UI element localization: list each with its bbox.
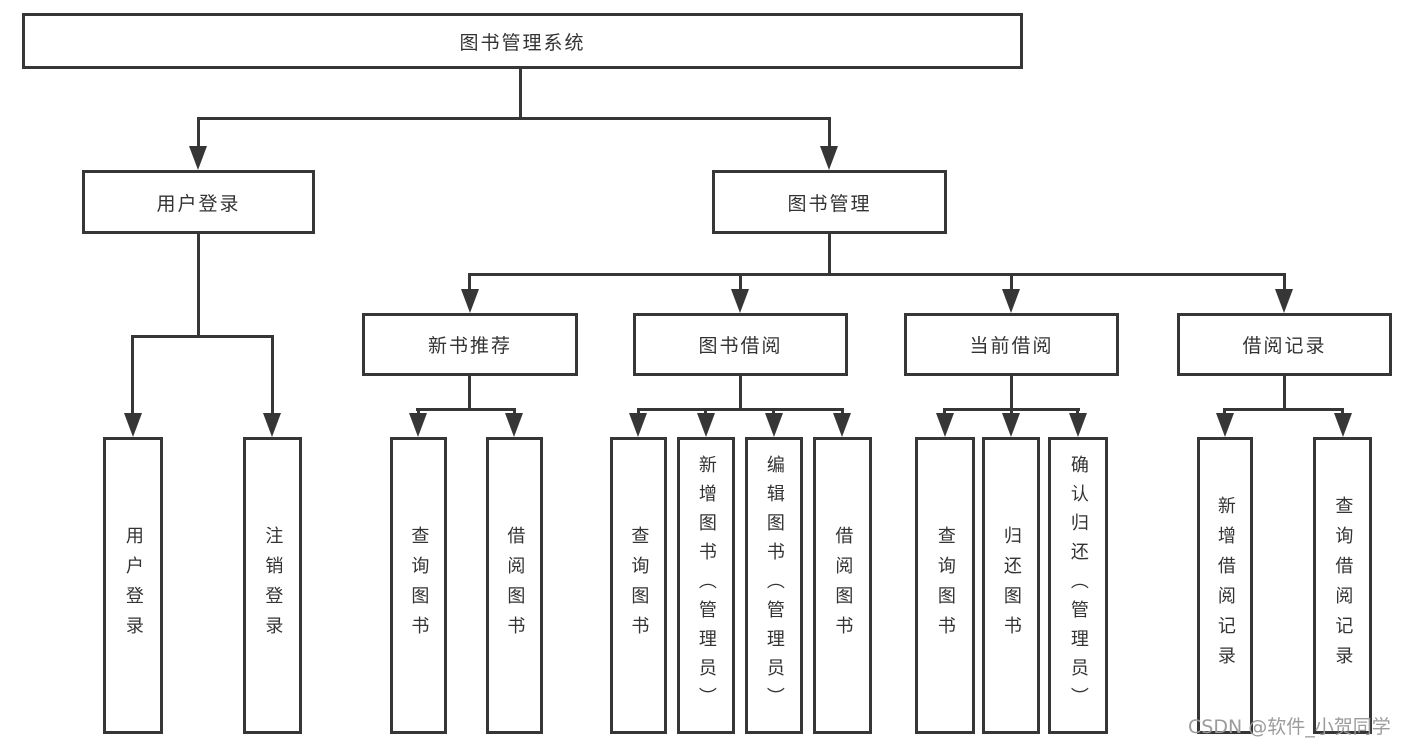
connector-line bbox=[468, 275, 471, 291]
leaf-edit-books-admin-label: 编辑图书（管理员） bbox=[763, 455, 785, 716]
connector-line bbox=[468, 375, 471, 410]
node-root-label: 图书管理系统 bbox=[459, 31, 586, 54]
leaf-borrow-books: 借阅图书 bbox=[813, 437, 872, 734]
connector-line bbox=[197, 117, 831, 120]
leaf-query-books-borrow: 查询图书 bbox=[610, 437, 667, 734]
node-book-management: 图书管理 bbox=[712, 170, 947, 234]
connector-line bbox=[739, 275, 742, 291]
connector-line bbox=[1223, 408, 1344, 411]
connector-line bbox=[271, 337, 274, 413]
leaf-borrow-books-recommend-label: 借阅图书 bbox=[504, 525, 526, 646]
arrow-down-icon bbox=[1216, 413, 1234, 437]
connector-line bbox=[468, 273, 1286, 276]
arrow-down-icon bbox=[124, 413, 142, 437]
connector-line bbox=[637, 408, 844, 411]
node-user-login: 用户登录 bbox=[82, 170, 315, 234]
leaf-add-books-admin-label: 新增图书（管理员） bbox=[695, 455, 717, 716]
arrow-down-icon bbox=[1275, 289, 1293, 313]
arrow-down-icon bbox=[263, 413, 281, 437]
arrow-down-icon bbox=[833, 413, 851, 437]
node-borrow-records: 借阅记录 bbox=[1177, 313, 1392, 376]
connector-line bbox=[828, 119, 831, 149]
leaf-user-login: 用户登录 bbox=[103, 437, 163, 734]
connector-line bbox=[1010, 375, 1013, 410]
connector-line bbox=[1283, 375, 1286, 410]
node-new-book-recommend: 新书推荐 bbox=[362, 313, 578, 376]
connector-line bbox=[943, 408, 1080, 411]
leaf-add-books-admin: 新增图书（管理员） bbox=[677, 437, 735, 734]
arrow-down-icon bbox=[820, 146, 838, 170]
connector-line bbox=[739, 375, 742, 410]
arrow-down-icon bbox=[629, 413, 647, 437]
node-root-system: 图书管理系统 bbox=[22, 13, 1023, 69]
arrow-down-icon bbox=[697, 413, 715, 437]
arrow-down-icon bbox=[461, 289, 479, 313]
leaf-return-books-label: 归还图书 bbox=[1000, 525, 1022, 646]
leaf-query-books-current-label: 查询图书 bbox=[934, 525, 956, 646]
csdn-watermark: CSDN @软件_小贺同学 bbox=[1188, 716, 1391, 738]
connector-line bbox=[519, 68, 522, 120]
leaf-logout-label: 注销登录 bbox=[262, 525, 284, 646]
connector-line bbox=[131, 337, 134, 413]
connector-line bbox=[416, 408, 516, 411]
connector-line bbox=[1283, 275, 1286, 291]
leaf-add-borrow-record: 新增借阅记录 bbox=[1197, 437, 1253, 734]
arrow-down-icon bbox=[409, 413, 427, 437]
arrow-down-icon bbox=[505, 413, 523, 437]
arrow-down-icon bbox=[765, 413, 783, 437]
arrow-down-icon bbox=[1002, 289, 1020, 313]
connector-line bbox=[131, 335, 274, 338]
leaf-query-books-current: 查询图书 bbox=[915, 437, 975, 734]
arrow-down-icon bbox=[1002, 413, 1020, 437]
leaf-logout: 注销登录 bbox=[243, 437, 302, 734]
leaf-borrow-books-recommend: 借阅图书 bbox=[486, 437, 543, 734]
node-new-book-recommend-label: 新书推荐 bbox=[427, 335, 512, 357]
node-book-borrow: 图书借阅 bbox=[633, 313, 848, 376]
leaf-add-borrow-record-label: 新增借阅记录 bbox=[1214, 495, 1236, 676]
connector-line bbox=[1010, 275, 1013, 291]
leaf-confirm-return-admin: 确认归还（管理员） bbox=[1048, 437, 1108, 734]
leaf-query-borrow-record: 查询借阅记录 bbox=[1313, 437, 1372, 734]
leaf-query-books-borrow-label: 查询图书 bbox=[628, 525, 650, 646]
node-current-borrow-label: 当前借阅 bbox=[969, 335, 1054, 357]
leaf-return-books: 归还图书 bbox=[982, 437, 1040, 734]
leaf-borrow-books-label: 借阅图书 bbox=[832, 525, 854, 646]
leaf-query-books-recommend-label: 查询图书 bbox=[408, 525, 430, 646]
node-current-borrow: 当前借阅 bbox=[904, 313, 1119, 376]
leaf-query-borrow-record-label: 查询借阅记录 bbox=[1332, 495, 1354, 676]
arrow-down-icon bbox=[189, 146, 207, 170]
node-book-management-label: 图书管理 bbox=[787, 192, 872, 215]
leaf-confirm-return-admin-label: 确认归还（管理员） bbox=[1067, 455, 1089, 716]
connector-line bbox=[828, 233, 831, 275]
arrow-down-icon bbox=[936, 413, 954, 437]
connector-line bbox=[197, 233, 200, 337]
leaf-query-books-recommend: 查询图书 bbox=[390, 437, 447, 734]
leaf-edit-books-admin: 编辑图书（管理员） bbox=[745, 437, 803, 734]
arrow-down-icon bbox=[1334, 413, 1352, 437]
node-book-borrow-label: 图书借阅 bbox=[698, 335, 783, 357]
arrow-down-icon bbox=[731, 289, 749, 313]
node-user-login-label: 用户登录 bbox=[156, 192, 241, 215]
connector-line bbox=[197, 119, 200, 149]
leaf-user-login-label: 用户登录 bbox=[122, 525, 144, 646]
arrow-down-icon bbox=[1069, 413, 1087, 437]
node-borrow-records-label: 借阅记录 bbox=[1242, 335, 1327, 357]
